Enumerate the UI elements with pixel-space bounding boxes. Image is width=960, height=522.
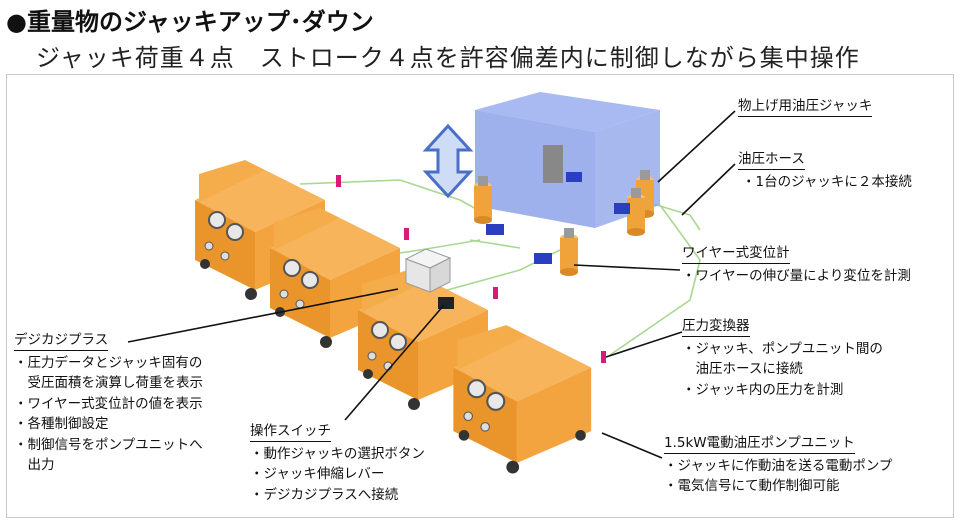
label-pressure-transducer-line-2: 油圧ホースに接続 (682, 361, 803, 377)
label-wire-displacement-line: ・ワイヤーの伸び量により変位を計測 (682, 267, 911, 284)
label-digi-controller: デジカジプラス ・圧力データとジャッキ固有の 受圧面積を演算し荷重を表示 ・ワイ… (14, 333, 203, 480)
diagram-frame (6, 74, 954, 518)
digi-controller-icon (404, 248, 452, 293)
leader-lines (127, 110, 736, 459)
up-down-arrow-icon (422, 123, 474, 199)
label-pressure-transducer-heading: 圧力変換器 (682, 319, 750, 337)
page-subtitle: ジャッキ荷重４点 ストローク４点を許容偏差内に制御しながら集中操作 (36, 44, 860, 72)
page-title: ●重量物のジャッキアップ･ダウン (6, 8, 374, 36)
label-hydraulic-hose-line: ・1台のジャッキに２本接続 (742, 173, 912, 190)
label-operation-switch: 操作スイッチ ・動作ジャッキの選択ボタン ・ジャッキ伸縮レバー ・デジカジプラス… (250, 424, 425, 509)
label-hydraulic-jack: 物上げ用油圧ジャッキ (738, 99, 873, 123)
label-wire-displacement: ワイヤー式変位計 ・ワイヤーの伸び量により変位を計測 (682, 246, 911, 290)
transducer-1-icon (404, 228, 409, 240)
transducer-3-icon (493, 287, 498, 299)
label-digi-controller-line-5: ・制御信号をポンプユニットへ (14, 436, 203, 453)
label-digi-controller-line-3: ・ワイヤー式変位計の値を表示 (14, 395, 203, 412)
label-hydraulic-jack-heading: 物上げ用油圧ジャッキ (738, 99, 873, 117)
transducer-2-icon (336, 175, 341, 187)
label-pump-unit-line-2: ・電気信号にて動作制御可能 (664, 478, 840, 494)
label-wire-displacement-heading: ワイヤー式変位計 (682, 246, 790, 264)
pump-unit-4-icon (452, 324, 593, 475)
label-pressure-transducer-line-3: ・ジャッキ内の圧力を計測 (682, 381, 844, 398)
label-pump-unit-heading: 1.5kW電動油圧ポンプユニット (664, 436, 855, 454)
label-digi-controller-line-2: 受圧面積を演算し荷重を表示 (14, 375, 203, 391)
label-operation-switch-line-1: ・動作ジャッキの選択ボタン (250, 445, 425, 462)
label-hydraulic-hose: 油圧ホース ・1台のジャッキに２本接続 (738, 152, 912, 196)
label-operation-switch-line-2: ・ジャッキ伸縮レバー (250, 466, 385, 482)
label-pressure-transducer-line-1: ・ジャッキ、ポンプユニット間の (682, 340, 883, 357)
label-digi-controller-line-6: 出力 (14, 457, 55, 473)
label-pressure-transducer: 圧力変換器 ・ジャッキ、ポンプユニット間の 油圧ホースに接続 ・ジャッキ内の圧力… (682, 319, 883, 404)
operation-switch-icon (438, 297, 454, 309)
wire-sensor-3-icon (614, 203, 630, 214)
wire-sensor-1-icon (486, 224, 504, 235)
label-operation-switch-heading: 操作スイッチ (250, 424, 331, 442)
jack-1-icon (474, 176, 492, 224)
label-digi-controller-heading: デジカジプラス (14, 333, 109, 351)
label-pump-unit-line-1: ・ジャッキに作動油を送る電動ポンプ (664, 457, 893, 474)
label-digi-controller-line-4: ・各種制御設定 (14, 416, 109, 432)
label-pump-unit: 1.5kW電動油圧ポンプユニット ・ジャッキに作動油を送る電動ポンプ ・電気信号… (664, 436, 893, 501)
jack-3-icon (560, 228, 578, 276)
wire-sensor-2-icon (534, 253, 552, 264)
label-operation-switch-line-3: ・デジカジプラスへ接続 (250, 486, 399, 503)
label-digi-controller-line-1: ・圧力データとジャッキ固有の (14, 354, 203, 371)
label-hydraulic-hose-heading: 油圧ホース (738, 152, 805, 170)
transducer-4-icon (601, 351, 606, 363)
